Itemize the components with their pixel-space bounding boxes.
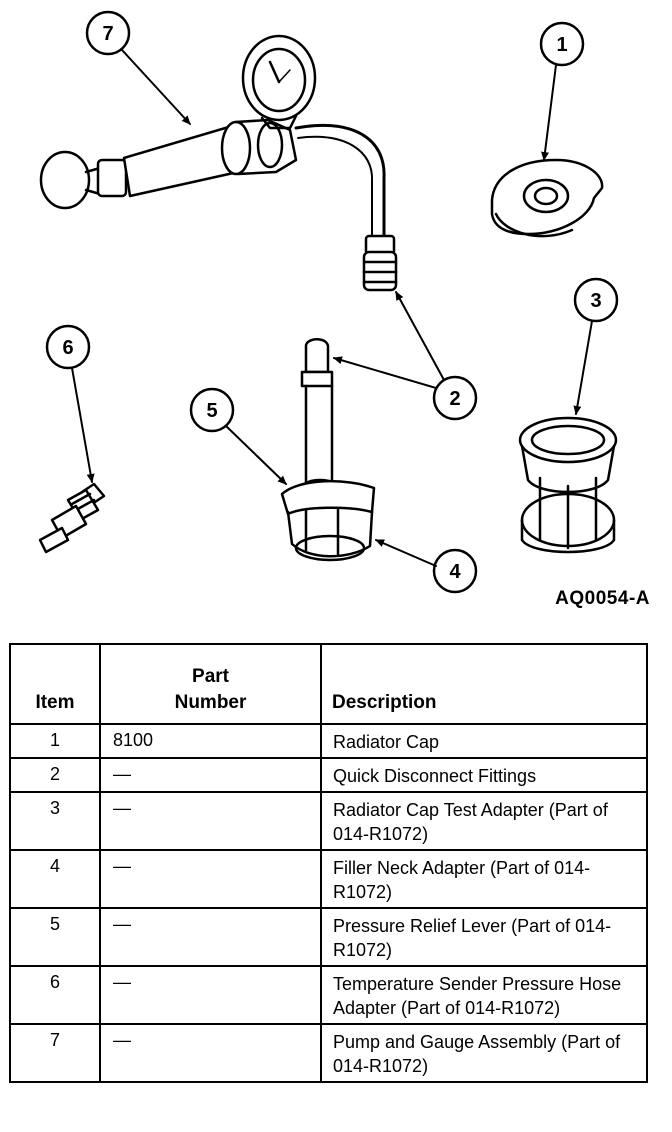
- item-cell: 7: [9, 1023, 101, 1083]
- leader-line-4: [375, 539, 437, 567]
- description-cell: Pump and Gauge Assembly (Part of 014-R10…: [320, 1023, 648, 1083]
- callout-circle-3: [573, 277, 619, 323]
- callout-number-7: 7: [102, 23, 113, 45]
- callout-circle-4: [432, 548, 478, 594]
- header-description: Description: [320, 643, 648, 725]
- description-cell: Filler Neck Adapter (Part of 014-R1072): [320, 849, 648, 909]
- table-header-row: Item Part Number Description: [9, 643, 648, 725]
- item-cell: 3: [9, 791, 101, 851]
- table-row: 4—Filler Neck Adapter (Part of 014-R1072…: [9, 849, 648, 909]
- part-number-cell: —: [99, 849, 322, 909]
- filler-neck-adapter-drawing: [280, 338, 376, 562]
- temperature-sender-adapter-drawing: [38, 482, 106, 554]
- description-cell: Quick Disconnect Fittings: [320, 757, 648, 793]
- leader-line-7: [121, 49, 191, 125]
- table-row: 3—Radiator Cap Test Adapter (Part of 014…: [9, 791, 648, 851]
- radiator-cap-test-adapter-drawing: [518, 416, 618, 554]
- table-row: 2—Quick Disconnect Fittings: [9, 757, 648, 793]
- table-row: 6—Temperature Sender Pressure Hose Adapt…: [9, 965, 648, 1025]
- callout-circle-5: [189, 387, 235, 433]
- header-part-number-line2: Number: [174, 692, 247, 714]
- callout-number-4: 4: [449, 561, 461, 583]
- callout-number-3: 3: [590, 290, 601, 312]
- header-part-number: Part Number: [99, 643, 322, 725]
- leader-line-1: [541, 64, 557, 161]
- part-number-cell: —: [99, 1023, 322, 1083]
- leader-line-2a: [333, 356, 437, 389]
- description-cell: Pressure Relief Lever (Part of 014-R1072…: [320, 907, 648, 967]
- description-cell: Radiator Cap: [320, 723, 648, 759]
- leader-line-3: [573, 320, 593, 415]
- callout-number-6: 6: [62, 337, 73, 359]
- callout-number-5: 5: [206, 400, 217, 422]
- item-cell: 4: [9, 849, 101, 909]
- leader-line-5: [225, 425, 287, 485]
- part-number-cell: —: [99, 965, 322, 1025]
- leader-line-6: [71, 367, 95, 483]
- callout-circle-2: [432, 375, 478, 421]
- table-row: 7—Pump and Gauge Assembly (Part of 014-R…: [9, 1023, 648, 1083]
- callout-circle-1: [539, 21, 585, 67]
- item-cell: 5: [9, 907, 101, 967]
- header-part-number-line1: Part: [192, 665, 229, 687]
- callout-number-1: 1: [556, 34, 567, 56]
- callout-number-2: 2: [449, 388, 460, 410]
- table-row: 5—Pressure Relief Lever (Part of 014-R10…: [9, 907, 648, 967]
- item-cell: 6: [9, 965, 101, 1025]
- description-cell: Radiator Cap Test Adapter (Part of 014-R…: [320, 791, 648, 851]
- figure-id-label: AQ0054-A: [555, 588, 650, 609]
- radiator-cap-drawing: [490, 158, 604, 238]
- description-cell: Temperature Sender Pressure Hose Adapter…: [320, 965, 648, 1025]
- callout-circle-7: [85, 10, 131, 56]
- header-item: Item: [9, 643, 101, 725]
- part-number-cell: 8100: [99, 723, 322, 759]
- exploded-parts-diagram: 7 1 3 6 2 5 4: [38, 10, 619, 594]
- pump-and-gauge-assembly-drawing: [39, 34, 398, 292]
- part-number-cell: —: [99, 791, 322, 851]
- callout-circle-6: [45, 324, 91, 370]
- item-cell: 1: [9, 723, 101, 759]
- leader-line-2b: [395, 291, 445, 381]
- part-number-cell: —: [99, 757, 322, 793]
- item-cell: 2: [9, 757, 101, 793]
- part-number-cell: —: [99, 907, 322, 967]
